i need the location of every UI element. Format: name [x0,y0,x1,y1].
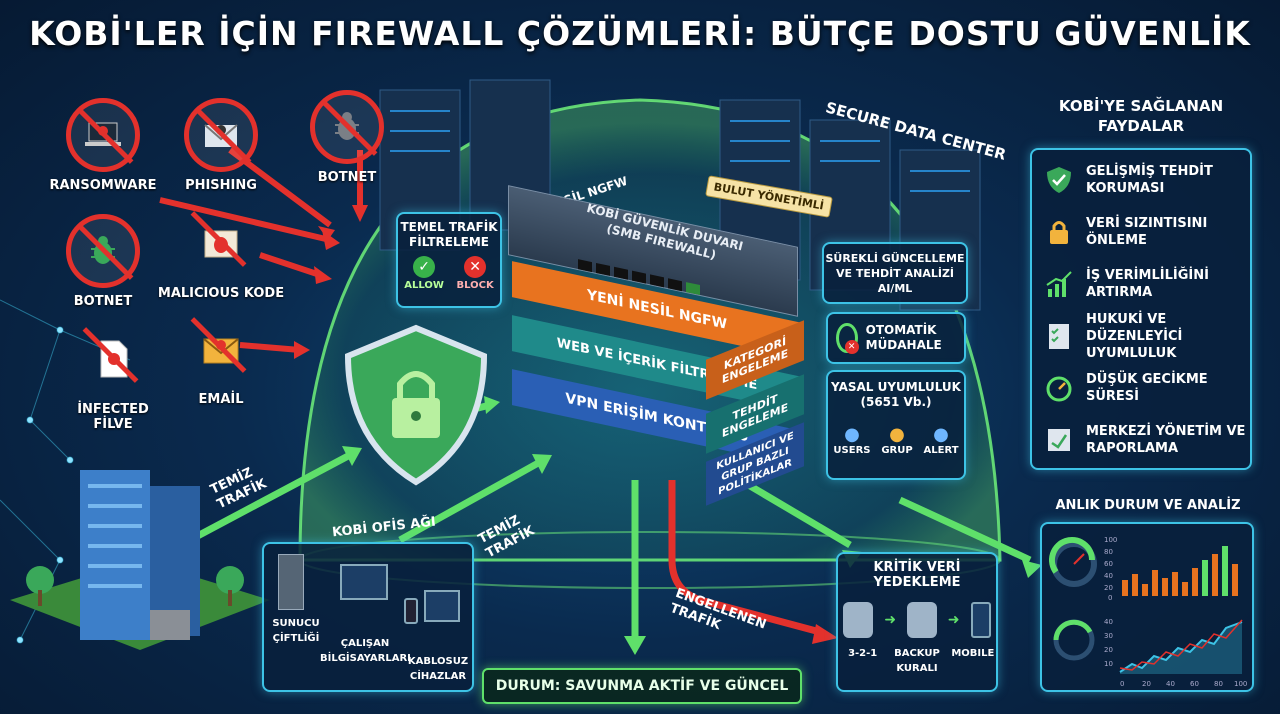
arrow-right-icon: ➜ [947,612,960,628]
check-icon: ✓ [413,256,436,278]
bar-mark [1182,582,1188,596]
benefit-productivity: İŞ VERİMLİLİĞİNİ ARTIRMA [1032,258,1250,310]
threat-ransomware: RANSOMWARE [28,98,178,193]
analysis-charts: 100 80 60 40 20 0 40 30 20 10 0 20 40 60… [1049,536,1247,688]
user-icon: ● [844,424,860,445]
analysis-title: ANLIK DURUM VE ANALİZ [1055,498,1241,513]
threat-infected-file: İNFECTED FİLVE [38,322,188,432]
benefit-central-management: MERKEZİ YÖNETİM VE RAPORLAMA [1032,414,1250,466]
monitor-icon [424,590,460,622]
bar-mark [1152,570,1158,596]
analysis-panel: 100 80 60 40 20 0 40 30 20 10 0 20 40 60… [1040,522,1254,692]
benefit-threat-protection: GELİŞMİŞ TEHDİT KORUMASI [1032,154,1250,206]
x-axis-tick: 40 [1166,680,1175,688]
bug-icon [66,214,140,288]
speed-gauge-icon [1046,376,1072,402]
line-chart-area [1120,622,1242,674]
shield-check-icon [1047,167,1071,193]
allow-label: ALLOW [404,280,444,291]
backup-panel: KRİTİK VERİ YEDEKLEME ➜ ➜ 3-2-1 BACKUP K… [836,552,998,692]
office-building-icon [10,470,270,650]
benefits-title: KOBİ'YE SAĞLANAN FAYDALAR [1058,97,1224,135]
page-title: KOBİ'LER İÇİN FIREWALL ÇÖZÜMLERİ: BÜTÇE … [29,14,1251,53]
bug-icon [310,90,384,164]
bar-mark [1222,546,1228,596]
ai-ml-panel: SÜREKLİ GÜNCELLEME VE TEHDİT ANALİZİ AI/… [822,242,968,304]
benefit-low-latency: DÜŞÜK GECİKME SÜRESİ [1032,362,1250,414]
x-axis-tick: 0 [1120,680,1124,688]
gauge-ring-progress-2 [1053,619,1093,641]
threat-phishing: PHISHING [146,98,296,193]
shield-lock-icon [344,324,488,486]
office-network-panel: KOBİ OFİS AĞI SUNUCU ÇİFTLİĞİ ÇALIŞAN Bİ… [262,515,474,692]
report-icon [1048,429,1070,451]
bar-mark [1202,560,1208,596]
backup-title: KRİTİK VERİ YEDEKLEME [873,560,961,590]
x-axis-tick: 100 [1234,680,1247,688]
x-axis-tick: 60 [1190,680,1199,688]
database-icon [907,602,937,638]
file-skull-icon [76,322,150,396]
benefits-panel: GELİŞMİŞ TEHDİT KORUMASI VERİ SIZINTISIN… [1030,148,1252,470]
group-icon: ● [889,424,905,445]
benefit-leak-prevention: VERİ SIZINTISINI ÖNLEME [1032,206,1250,258]
benefit-compliance: HUKUKİ VE DÜZENLEYİCİ UYUMLULUK [1032,310,1250,362]
laptop-skull-icon [66,98,140,172]
line-chart-series-blue [1119,621,1243,673]
basic-filter-title: TEMEL TRAFİK FİLTRELEME [400,220,498,249]
envelope-alert-icon [184,312,258,386]
bar-mark [1132,574,1138,596]
auto-response-panel: ✕ OTOMATİK MÜDAHALE [826,312,966,364]
compliance-panel: YASAL UYUMLULUK (5651 Vb.) ● USERS ● GRU… [826,370,966,480]
bar-chart-marks [1122,546,1238,596]
x-axis-tick: 20 [1142,680,1151,688]
line-axis-tick: 10 [1104,660,1113,668]
threat-malicious-code: MALICIOUS KODE [146,206,296,301]
bar-mark [1232,564,1238,596]
checklist-icon [1049,324,1069,349]
bar-axis-tick: 20 [1104,584,1113,592]
bar-axis-tick: 80 [1104,548,1113,556]
bar-axis-tick: 0 [1108,594,1112,602]
threat-botnet: BOTNET [28,214,178,309]
bar-axis-tick: 100 [1104,536,1117,544]
line-axis-tick: 30 [1104,632,1113,640]
line-axis-tick: 20 [1104,646,1113,654]
gauge-ring-progress [1049,537,1095,574]
laptop-icon [340,564,388,600]
basic-filter-panel: TEMEL TRAFİK FİLTRELEME ✓ ALLOW ✕ BLOCK [396,212,502,308]
bar-mark [1212,554,1218,596]
lock-icon [1050,221,1068,244]
database-icon [843,602,874,638]
arrow-right-icon: ➜ [884,612,897,628]
bar-mark [1142,584,1148,596]
bar-mark [1192,568,1198,596]
threat-botnet-top: BOTNET [272,90,422,185]
gauge-needle [1073,553,1085,565]
line-chart-series-red [1119,619,1243,671]
bar-mark [1172,572,1178,596]
growth-chart-icon [1046,271,1072,297]
phone-icon [404,598,418,624]
x-axis-tick: 80 [1214,680,1223,688]
bar-mark [1122,580,1128,596]
bar-mark [1162,578,1168,596]
line-axis-tick: 40 [1104,618,1113,626]
server-icon [278,554,304,610]
block-label: BLOCK [456,280,494,291]
x-icon: ✕ [464,256,487,278]
email-bug-icon [184,206,258,280]
compliance-title: YASAL UYUMLULUK (5651 Vb.) [831,380,961,409]
mobile-icon [970,602,991,638]
threat-email: EMAİL [146,312,296,407]
alert-people-icon: ● [933,424,949,445]
bar-axis-tick: 40 [1104,572,1113,580]
bar-axis-tick: 60 [1104,560,1113,568]
gauge-icon: ✕ [836,323,859,354]
envelope-skull-icon [184,98,258,172]
status-bar: DURUM: SAVUNMA AKTİF VE GÜNCEL [482,668,802,704]
